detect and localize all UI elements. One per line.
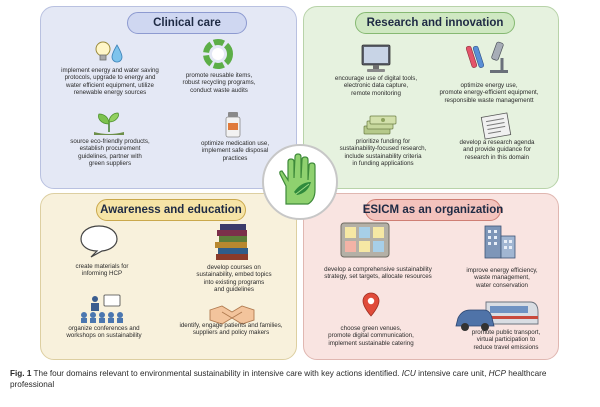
research-innovation-title: Research and innovation bbox=[355, 12, 515, 34]
computer-monitor-icon bbox=[361, 44, 391, 72]
awareness-action-conferences: organize conferences and workshops on su… bbox=[66, 325, 142, 340]
money-stack-icon bbox=[363, 115, 397, 135]
book-stack-icon bbox=[215, 224, 248, 260]
awareness-action-courses: develop courses on sustainability, embed… bbox=[196, 264, 272, 293]
green-glove-leaf-icon bbox=[279, 153, 316, 205]
speech-bubble-icon bbox=[80, 225, 118, 258]
clinical-care-quadrant bbox=[40, 6, 297, 189]
esicm-action-strategy: develop a comprehensive sustainability s… bbox=[324, 266, 432, 281]
recycle-ring-icon bbox=[203, 39, 233, 69]
research-action-digital-tools: encourage use of digital tools, electron… bbox=[334, 75, 418, 97]
caption-label: Fig. 1 bbox=[10, 369, 32, 378]
research-action-funding: prioritize funding for sustainability-fo… bbox=[339, 138, 427, 167]
clinical-care-title: Clinical care bbox=[127, 12, 247, 34]
esicm-action-transport: promote public transport, virtual partic… bbox=[471, 329, 541, 351]
medicine-bottle-icon bbox=[225, 112, 241, 138]
sprout-hands-icon bbox=[94, 112, 124, 135]
esicm-action-venues: choose green venues, promote digital com… bbox=[328, 325, 414, 347]
awareness-education-title: Awareness and education bbox=[96, 199, 246, 221]
handshake-icon bbox=[209, 305, 255, 325]
clinical-action-procurement: source eco-friendly products, establish … bbox=[70, 138, 150, 167]
center-circle bbox=[262, 144, 338, 220]
strategy-board-icon bbox=[340, 222, 390, 258]
microscope-test-tubes-icon bbox=[466, 41, 508, 73]
clinical-action-reuse-recycle: promote reusable items, robust recycling… bbox=[182, 72, 256, 94]
esicm-action-efficiency: improve energy efficiency, waste managem… bbox=[466, 267, 538, 289]
office-buildings-icon bbox=[484, 225, 516, 259]
esicm-organization-title: ESICM as an organization bbox=[363, 199, 503, 221]
caption-abbr-icu: ICU bbox=[401, 369, 416, 378]
research-action-agenda: develop a research agenda and provide gu… bbox=[459, 139, 535, 161]
caption-abbr-icu-text: intensive care unit, bbox=[415, 369, 489, 378]
clinical-action-medication: optimize medication use, implement safe … bbox=[200, 140, 270, 162]
location-pin-icon bbox=[362, 292, 380, 317]
caption-text: The four domains relevant to environment… bbox=[31, 369, 402, 378]
awareness-action-engage: identify, engage patients and families, … bbox=[179, 322, 283, 337]
lightbulb-water-drop-icon bbox=[95, 41, 123, 63]
research-innovation-quadrant bbox=[303, 6, 559, 189]
newspaper-icon bbox=[480, 112, 512, 140]
research-action-energy-waste: optimize energy use, promote energy-effi… bbox=[439, 82, 539, 104]
conference-audience-icon bbox=[81, 294, 123, 323]
clinical-action-energy-water: implement energy and water saving protoc… bbox=[61, 67, 159, 96]
caption-abbr-hcp-text: healthcare professional bbox=[10, 369, 547, 389]
figure-caption: Fig. 1 The four domains relevant to envi… bbox=[10, 368, 590, 390]
caption-abbr-hcp: HCP bbox=[488, 369, 506, 378]
train-car-icon bbox=[455, 301, 539, 331]
awareness-action-materials: create materials for informing HCP bbox=[75, 263, 129, 278]
